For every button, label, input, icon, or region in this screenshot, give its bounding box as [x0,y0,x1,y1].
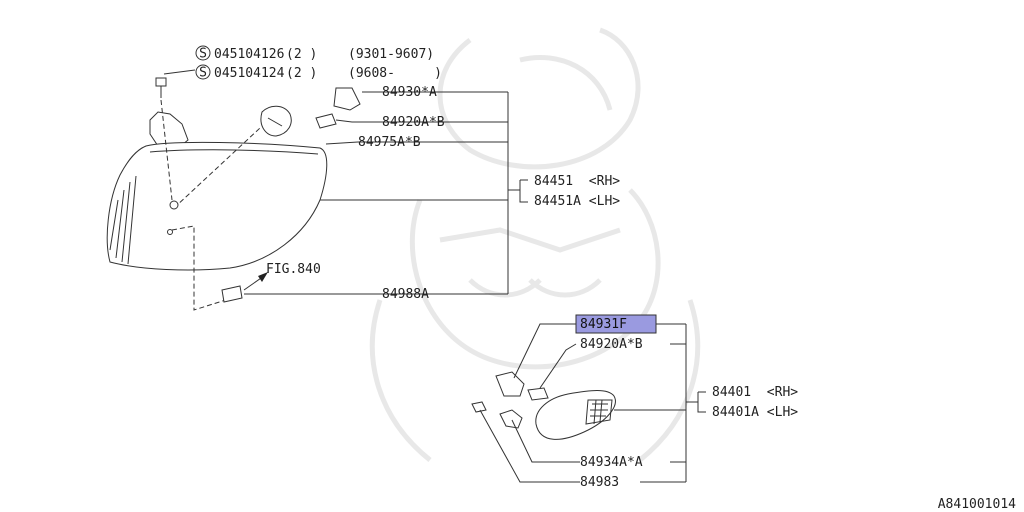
label-side-bulb[interactable]: 84920A*B [580,337,643,352]
headlamp-body [106,141,328,271]
screw-spec-row-2: S 045104124 (2 ) (9608- ) [195,64,442,81]
side-screw-part [471,401,487,413]
label-adjuster[interactable]: 84988A [382,287,429,302]
label-side-socket-highlighted[interactable]: 84931F [580,317,627,332]
label-lens-trim[interactable]: 84975A*B [358,135,421,150]
watermark-emblem [369,27,701,462]
bulb-part [315,113,337,129]
drawing-code: A841001014 [938,497,1016,512]
screw-range: (9608- ) [348,66,442,81]
screw-part [155,77,167,87]
label-fig-ref[interactable]: FIG.840 [266,262,321,277]
s-symbol-icon [195,64,211,80]
lamp-socket-hole [260,105,292,137]
label-headlamp-lh[interactable]: 84451A <LH> [534,194,620,209]
svg-text:S: S [199,66,207,81]
screw-part-number: 045104124 [214,66,285,81]
highlight-box [575,314,657,334]
screw-part-number: 045104126 [214,47,284,62]
screw-qty: (2 ) [286,47,317,62]
label-bulb-socket[interactable]: 84930*A [382,85,437,100]
screw-qty: (2 ) [286,66,317,81]
label-headlamp-rh[interactable]: 84451 <RH> [534,174,620,189]
screw-range: (9301-9607) [348,47,434,62]
adjuster-part [221,285,243,303]
side-bulb-part [527,387,549,401]
label-side-clip[interactable]: 84934A*A [580,455,643,470]
label-side-lamp-lh[interactable]: 84401A <LH> [712,405,798,420]
side-clip-part [499,409,523,429]
label-bulb[interactable]: 84920A*B [382,115,445,130]
side-socket-part [495,371,525,397]
s-symbol-icon [195,45,211,61]
svg-text:S: S [199,47,207,62]
side-lamp-drawing [471,371,616,440]
label-side-lamp-rh[interactable]: 84401 <RH> [712,385,798,400]
screw-spec-row-1: S 045104126 (2 ) (9301-9607) [195,45,434,62]
headlamp-assembly-drawing [106,69,361,311]
label-side-screw[interactable]: 84983 [580,475,619,490]
bulb-socket-part [333,87,361,111]
